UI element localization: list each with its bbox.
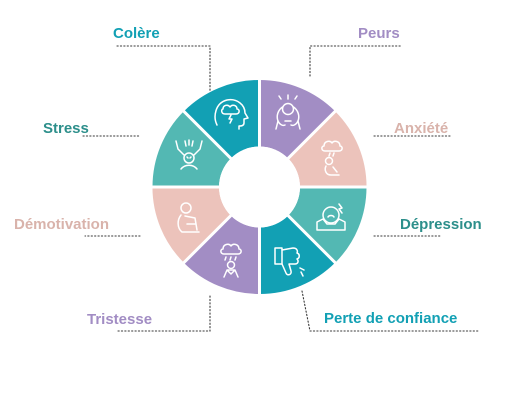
rain-cloud-person-icon: [220, 243, 242, 278]
emotions-ring: [150, 78, 369, 296]
label-tristesse: Tristesse: [87, 311, 152, 328]
segment-perte-de-confiance: [259, 215, 336, 295]
label-depression: Dépression: [400, 216, 482, 233]
label-peurs: Peurs: [358, 25, 400, 42]
stressed-person-icon: [175, 139, 203, 170]
head-storm-icon: [214, 98, 249, 130]
label-demotivation: Démotivation: [14, 216, 109, 233]
leader-lines: [82, 45, 479, 332]
label-stress: Stress: [43, 120, 89, 137]
sitting-person-icon: [177, 202, 200, 233]
segment-peurs: [259, 79, 336, 159]
labels: Colère Peurs Anxiété Dépression Perte de…: [14, 25, 482, 328]
segment-stress: [152, 111, 231, 187]
label-colere: Colère: [113, 25, 160, 42]
leader-tristesse: [117, 293, 211, 332]
segment-demotivation: [152, 186, 231, 263]
segment-anxiete: [288, 111, 367, 188]
segment-colere: [183, 79, 260, 159]
thumbs-down-icon: [274, 247, 305, 277]
fear-hands-on-head-icon: [275, 94, 301, 130]
center-hole: [219, 146, 300, 228]
leader-colere: [116, 45, 211, 93]
sad-face-hands-icon: [316, 203, 346, 231]
label-perte-de-confiance: Perte de confiance: [324, 310, 457, 327]
leader-peurs: [309, 45, 403, 77]
segment-depression: [288, 187, 367, 263]
leader-perte-de-confiance: [301, 290, 479, 332]
label-anxiete: Anxiété: [394, 120, 448, 137]
segment-tristesse: [183, 215, 260, 295]
anxious-cloud-icon: [321, 140, 343, 176]
